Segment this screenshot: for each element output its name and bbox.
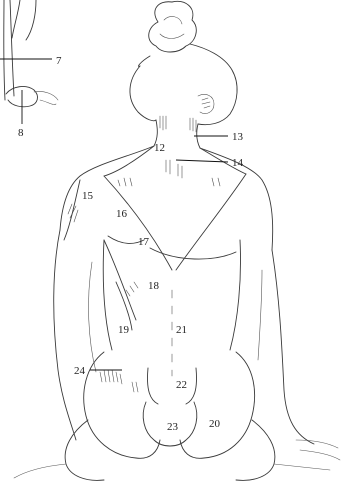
label-20: 20: [209, 418, 221, 430]
label-13: 13: [232, 131, 244, 143]
label-17: 17: [138, 236, 150, 248]
diagram-labels: 7 8 12 13 14 15 16 17 18 19 20 21 22 23 …: [18, 55, 244, 433]
label-15: 15: [82, 190, 94, 202]
leader-lines: [0, 59, 228, 370]
label-24: 24: [74, 365, 86, 377]
head-drawing: [130, 1, 237, 124]
label-16: 16: [116, 208, 128, 220]
label-8: 8: [18, 127, 24, 139]
label-19: 19: [118, 324, 130, 336]
label-12: 12: [154, 142, 165, 154]
label-23: 23: [167, 421, 179, 433]
label-22: 22: [176, 379, 187, 391]
label-18: 18: [148, 280, 160, 292]
label-21: 21: [176, 324, 187, 336]
muscle-contours: [64, 146, 246, 404]
label-7: 7: [56, 55, 62, 67]
label-14: 14: [232, 157, 244, 169]
inset-arm-drawing: [4, 0, 58, 107]
